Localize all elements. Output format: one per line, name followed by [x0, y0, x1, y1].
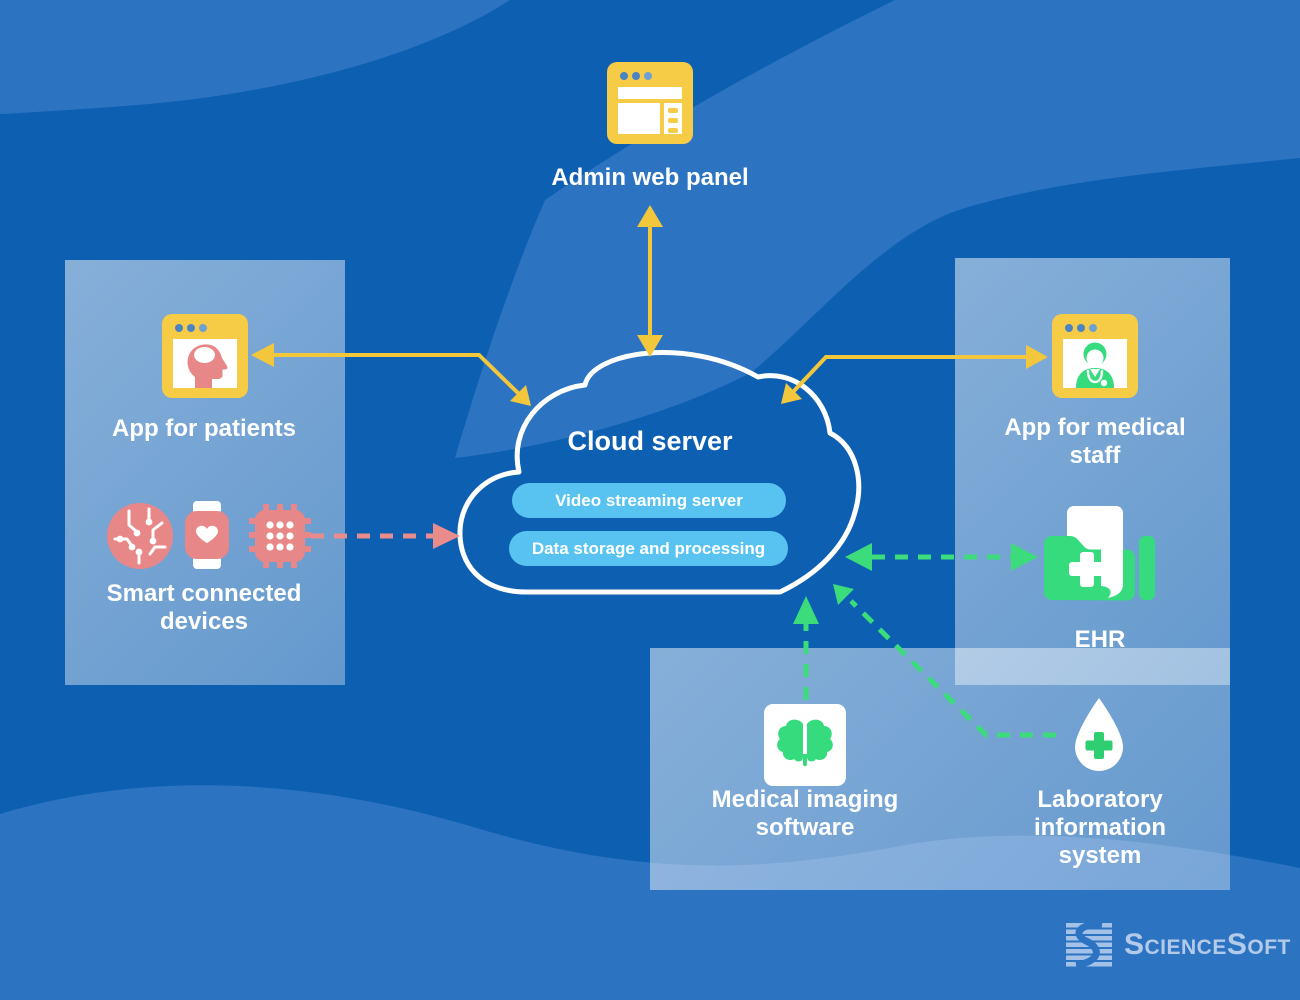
arrow-imaging-cloud [793, 596, 819, 700]
data-storage-pill: Data storage and processing [509, 531, 788, 566]
smartwatch-heart-icon [185, 501, 229, 569]
arrow-staff-cloud [781, 345, 1048, 404]
panel-integrations [650, 648, 1230, 890]
arrow-admin-cloud [637, 205, 663, 357]
admin-web-panel-label: Admin web panel [551, 164, 749, 191]
video-streaming-server-label: Video streaming server [555, 490, 743, 510]
arrow-devices-cloud [311, 523, 460, 549]
brain-icon [764, 704, 846, 786]
droplet-cross-icon [1075, 698, 1123, 771]
medical-folder-icon [1044, 506, 1155, 601]
data-storage-label: Data storage and processing [531, 538, 766, 558]
ehr-label: EHR [1074, 626, 1126, 653]
circuit-icon [107, 503, 173, 569]
admin-web-panel-icon [607, 62, 693, 144]
app-for-patients-label: App for patients [112, 415, 296, 442]
cloud-outline [457, 350, 862, 595]
sciencesoft-logo-icon [1066, 922, 1112, 968]
sciencesoft-logo-text: ScienceSoft [1124, 928, 1291, 961]
smart-connected-devices-label: Smart connected devices [106, 580, 302, 635]
chip-icon [249, 504, 311, 568]
patient-head-browser-icon [162, 314, 248, 398]
doctor-browser-icon [1052, 314, 1138, 398]
cloud-server-title: Cloud server [567, 426, 733, 456]
arrow-lab-cloud [833, 584, 1056, 738]
video-streaming-server-pill: Video streaming server [512, 483, 786, 518]
medical-imaging-software-label: Medical imaging software [711, 786, 899, 841]
sciencesoft-logo: ScienceSoft [1066, 922, 1291, 968]
arrow-patients-cloud [251, 343, 531, 406]
app-for-medical-staff-label: App for medical staff [1004, 414, 1186, 469]
laboratory-information-system-label: Laboratory information system [1034, 786, 1166, 869]
arrow-ehr-cloud [845, 543, 1038, 571]
